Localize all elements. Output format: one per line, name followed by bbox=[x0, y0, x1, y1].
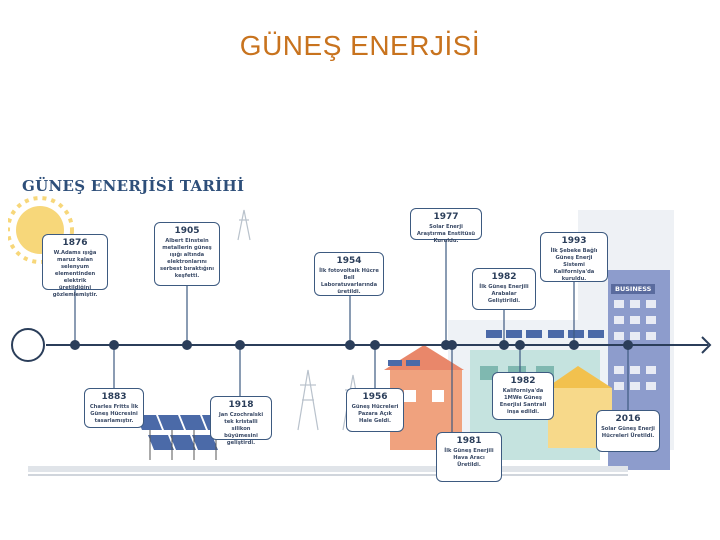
figure-title: GÜNEŞ ENERJİSİ TARİHİ bbox=[22, 177, 245, 195]
business-sign: BUSINESS bbox=[611, 284, 656, 294]
solar-panel-field-icon bbox=[136, 415, 228, 450]
slide-title: GÜNEŞ ENERJİSİ bbox=[239, 30, 481, 61]
